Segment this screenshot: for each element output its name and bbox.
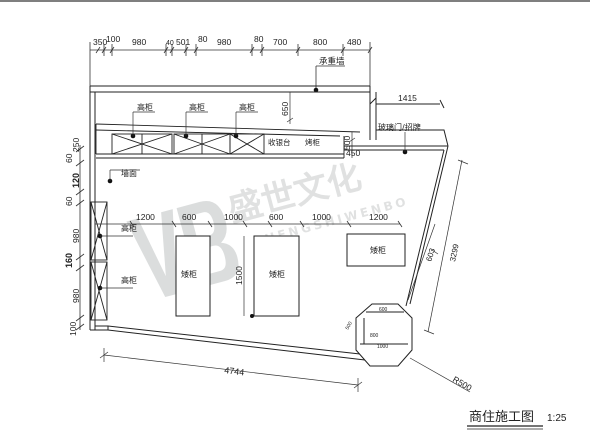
dim-top-2: 100 <box>106 34 120 44</box>
dim-mid-4: 600 <box>269 212 283 222</box>
island-label-1: 矮柜 <box>181 269 197 279</box>
dim-top-5: 501 <box>176 37 190 47</box>
dim-1415: 1415 <box>398 93 417 103</box>
radius-callout: R500 <box>409 357 474 393</box>
island-label-2: 矮柜 <box>269 269 285 279</box>
cabinet-label-1: 高柜 <box>137 102 153 112</box>
left-side-cabinets <box>90 201 108 321</box>
side-cabinet-label-1: 高柜 <box>121 223 137 233</box>
entrance-sign-callout: 玻璃门/招牌 <box>378 122 421 155</box>
walls <box>89 85 377 361</box>
middle-dimension-chain <box>95 220 403 228</box>
entrance-area <box>344 97 449 307</box>
dim-left-7: 980 <box>71 289 81 303</box>
island-label-3: 矮柜 <box>370 245 386 255</box>
bearing-wall-callout: 承重墙 <box>313 56 345 93</box>
dim-left-6: 160 <box>64 253 74 268</box>
drawing-title: 商住施工图 <box>469 410 534 425</box>
dim-top-7: 980 <box>217 37 231 47</box>
dim-top-10: 800 <box>313 37 327 47</box>
dim-mid-1: 1200 <box>136 212 155 222</box>
top-dimension-labels: 350 100 980 40 501 80 980 80 700 800 480 <box>93 34 361 47</box>
dim-left-4: 60 <box>64 196 74 206</box>
title-block: 商住施工图 1:25 <box>467 410 567 430</box>
dim-top-9: 700 <box>273 37 287 47</box>
display-ledge-label: 烤柜 <box>305 137 320 147</box>
octagon-dim-mid: 800 <box>370 333 379 339</box>
dim-mid-6: 1200 <box>369 212 388 222</box>
side-cabinet-label-2: 高柜 <box>121 275 137 285</box>
dim-top-8: 80 <box>254 34 264 44</box>
dim-1500: 1500 <box>234 266 244 285</box>
dim-603: 603 <box>424 247 437 263</box>
island-cabinet-3 <box>346 233 406 267</box>
octagon-desk <box>355 303 413 367</box>
dim-left-3: 120 <box>71 173 81 188</box>
octagon-dim-bot: 1000 <box>377 344 388 350</box>
dim-top-3: 980 <box>132 37 146 47</box>
bottom-angled-dim: 4744 <box>99 348 363 392</box>
dim-top-11: 480 <box>347 37 361 47</box>
island-cabinets <box>175 233 406 317</box>
octagon-dim-top: 600 <box>379 307 388 313</box>
top-dimension-chain <box>89 42 373 86</box>
dim-450: 450 <box>346 148 360 158</box>
window-label: 墙面 <box>121 168 137 178</box>
left-dimension-chain <box>75 145 85 331</box>
dim-mid-5: 1000 <box>312 212 331 222</box>
octagon-dim-side: 500 <box>345 321 354 331</box>
dim-left-5: 980 <box>71 229 81 243</box>
bearing-wall-label: 承重墙 <box>319 56 345 67</box>
dim-500: 500 <box>342 136 352 150</box>
checkout-label: 收银台 <box>268 137 291 147</box>
cabinet-callouts: 高柜 高柜 高柜 <box>130 102 258 139</box>
dim-1500-group: 1500 <box>234 236 254 318</box>
dim-top-6: 80 <box>198 34 208 44</box>
upper-cabinet-row <box>95 123 361 159</box>
dim-3299: 3299 <box>448 243 461 263</box>
dim-top-4: 40 <box>166 40 174 47</box>
entrance-sign-label: 玻璃门/招牌 <box>378 122 421 132</box>
dim-left-2: 250 <box>71 138 81 152</box>
dim-left-8: 100 <box>68 322 78 336</box>
dim-mid-3: 1000 <box>224 212 243 222</box>
dim-650: 650 <box>280 102 290 116</box>
right-angled-dims: 603 3299 <box>407 159 469 335</box>
side-cabinet-callouts: 高柜 高柜 <box>97 223 137 291</box>
window-callout: 墙面 <box>107 168 140 184</box>
dim-4744: 4744 <box>224 365 245 377</box>
island-cabinet-2 <box>253 235 300 317</box>
cabinet-label-3: 高柜 <box>239 102 255 112</box>
middle-dimension-labels: 1200 600 1000 600 1000 1200 <box>136 212 388 222</box>
drawing-scale: 1:25 <box>547 413 567 424</box>
dim-left-1: 60 <box>64 153 74 163</box>
dim-top-1: 350 <box>93 37 107 47</box>
island-cabinet-1 <box>175 235 211 317</box>
cabinet-label-2: 高柜 <box>189 102 205 112</box>
dim-mid-2: 600 <box>182 212 196 222</box>
dim-r500: R500 <box>451 374 474 393</box>
vertical-dims-mid: 650 500 450 <box>280 92 360 158</box>
left-dimension-labels: 60 250 120 60 980 160 980 100 <box>64 138 81 336</box>
